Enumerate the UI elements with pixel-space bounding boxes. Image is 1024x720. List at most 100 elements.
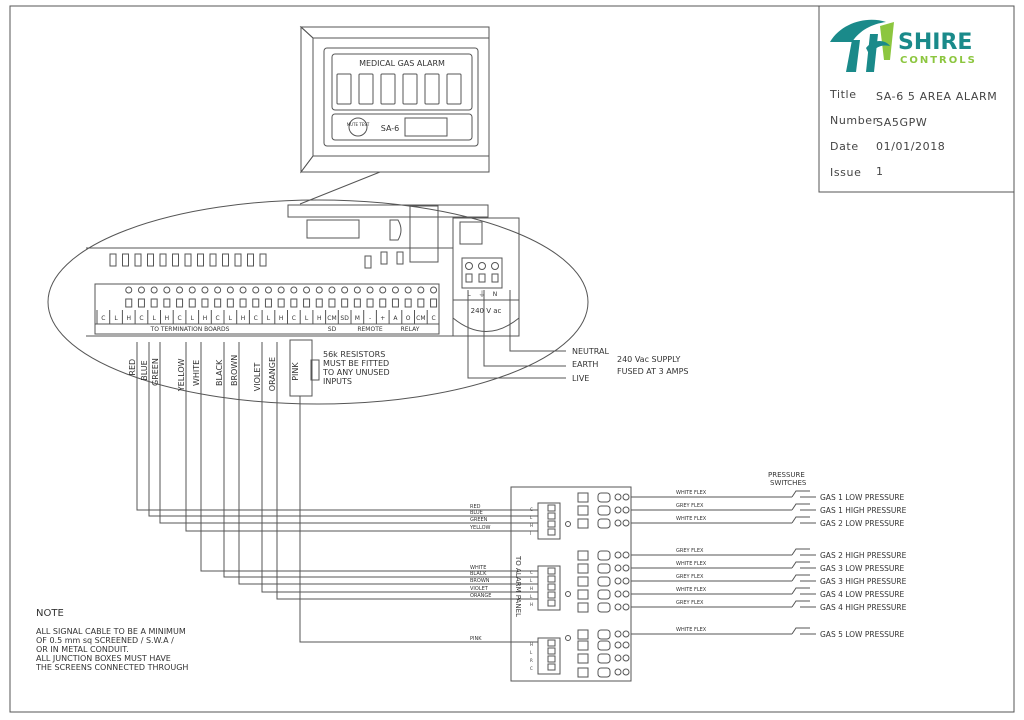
panel-window xyxy=(424,73,440,105)
terminal-label: H xyxy=(317,315,322,322)
terminal-label: L xyxy=(305,315,309,322)
note-line: ALL JUNCTION BOXES MUST HAVE xyxy=(36,654,171,663)
junction-pin-label: L xyxy=(530,650,533,655)
switch-flex-label: GREY FLEX xyxy=(676,503,704,509)
junction-terminal-body xyxy=(597,629,611,640)
junction-terminal-screw xyxy=(622,551,630,559)
cable-run xyxy=(261,342,538,593)
junction-terminal-body xyxy=(597,550,611,561)
terminal-clamp xyxy=(125,298,133,308)
terminal-screw xyxy=(252,286,260,294)
board-resistor xyxy=(209,253,217,267)
earth-symbol: ⏚ xyxy=(479,290,486,298)
number-value: SA5GPW xyxy=(876,116,927,129)
terminal-screw xyxy=(341,286,349,294)
terminal-label: C xyxy=(431,315,435,322)
terminal-label: H xyxy=(241,315,246,322)
board-resistor xyxy=(259,253,267,267)
note-line: OF 0.5 mm sq SCREENED / S.W.A / xyxy=(36,636,174,645)
pressure-switch-contact xyxy=(791,561,810,569)
pressure-switch-contact xyxy=(791,574,810,582)
panel-window xyxy=(358,73,374,105)
junction-pin-label: H xyxy=(530,586,533,591)
junction-pin-label: L xyxy=(530,594,533,599)
board-ellipse xyxy=(47,199,589,405)
terminal-label: A xyxy=(393,315,398,322)
junction-relay-block xyxy=(577,518,589,529)
terminal-label: C xyxy=(254,315,258,322)
mute-test-button xyxy=(348,117,368,137)
terminal-screw xyxy=(239,286,247,294)
title-block-frame xyxy=(818,5,1015,193)
title-label: Title xyxy=(829,88,857,101)
terminal-label: CM xyxy=(416,315,425,322)
board-resistor xyxy=(380,251,388,265)
junction-terminal-body xyxy=(597,653,611,664)
supply-terminal-screw xyxy=(465,262,473,270)
terminal-clamp xyxy=(137,298,145,308)
supply-rating: 240 V ac xyxy=(471,307,502,315)
junction-terminal-screw xyxy=(614,668,622,676)
board-edge-connector xyxy=(287,204,489,218)
switch-flex-label: GREY FLEX xyxy=(676,600,704,606)
neutral-label: NEUTRAL xyxy=(572,347,609,356)
terminal-screw xyxy=(391,286,399,294)
pressure-switch-contact xyxy=(791,490,810,498)
board-resistor xyxy=(222,253,229,267)
panel-model: SA-6 xyxy=(381,124,400,133)
terminal-screw xyxy=(125,286,133,294)
terminal-clamp xyxy=(366,298,374,308)
panel-window xyxy=(446,73,462,105)
terminal-clamp xyxy=(201,298,209,308)
terminal-clamp xyxy=(391,298,399,308)
junction-wire-label: YELLOW xyxy=(469,525,491,531)
junction-relay-block xyxy=(577,602,589,613)
resistor-note-line: TO ANY UNUSED xyxy=(322,368,390,377)
board-resistor xyxy=(172,253,179,267)
supply-cover xyxy=(452,299,520,332)
terminal-label: C xyxy=(101,315,105,322)
junction-pin-label: L xyxy=(530,515,533,520)
terminal-screw xyxy=(404,286,412,294)
junction-terminal-screw xyxy=(614,493,622,501)
junction-terminal-screw xyxy=(614,564,622,572)
junction-terminal-screw xyxy=(622,630,630,638)
shire-logo-mark xyxy=(830,19,894,72)
resistor-note-line: MUST BE FITTED xyxy=(323,359,389,368)
switch-gas-label: GAS 2 LOW PRESSURE xyxy=(820,519,905,528)
terminal-clamp xyxy=(239,298,247,308)
cable-run xyxy=(299,396,538,643)
panel-to-board-leader xyxy=(299,171,381,205)
cable-colour-label: BLUE xyxy=(140,360,149,380)
terminal-label: L xyxy=(191,315,195,322)
board-resistor xyxy=(184,253,192,267)
terminal-screw xyxy=(417,286,425,294)
terminal-screw xyxy=(366,286,374,294)
switch-flex-label: GREY FLEX xyxy=(676,574,704,580)
board-resistor xyxy=(247,253,254,267)
cable-colour-label: VIOLET xyxy=(253,363,262,392)
mute-test-label: MUTE TEST xyxy=(347,122,370,127)
board-capacitor xyxy=(389,219,402,241)
cable-colour-label: ORANGE xyxy=(268,357,277,391)
junction-terminal-screw xyxy=(622,668,630,676)
terminal-clamp xyxy=(430,298,438,308)
junction-relay-block xyxy=(577,505,589,516)
terminal-label: H xyxy=(126,315,131,322)
terminal-label: - xyxy=(369,315,371,322)
panel-window xyxy=(336,73,352,105)
switch-gas-label: GAS 5 LOW PRESSURE xyxy=(820,630,905,639)
junction-pin-label: L xyxy=(530,578,533,583)
cable-run xyxy=(276,342,538,600)
junction-wire-label: GREEN xyxy=(470,517,488,523)
junction-block-clamp xyxy=(547,599,556,607)
terminal-label: M xyxy=(355,315,360,322)
terminal-screw xyxy=(201,286,209,294)
junction-relay-block xyxy=(577,563,589,574)
junction-terminal-body xyxy=(597,667,611,678)
board-resistors xyxy=(109,251,404,269)
pressure-switch-contact xyxy=(791,516,810,524)
pressure-switch-contact xyxy=(791,627,810,635)
